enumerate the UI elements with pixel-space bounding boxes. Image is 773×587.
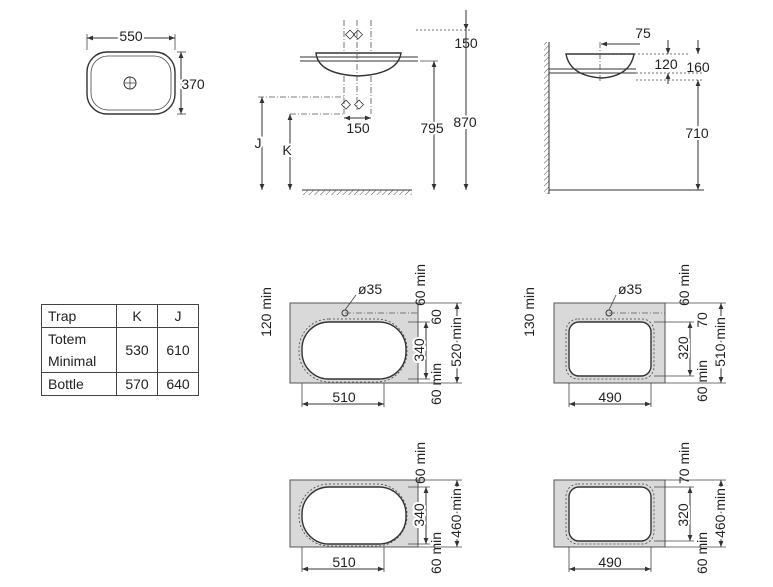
plan-rect-no-tap: 70 min 320 60 min 460 min 490 — [553, 442, 730, 574]
dim-top-clear: 70 min — [676, 442, 692, 484]
dim-total-height: 460 min — [712, 488, 728, 538]
trap-k-value: 570 — [116, 372, 158, 396]
dim-top-clear: 60 min — [676, 264, 692, 306]
dim-width: 550 — [119, 28, 143, 44]
tap-hole-mid-icon: ◇ — [353, 26, 363, 41]
dim-inner-width: 510 — [332, 554, 356, 570]
dim-inner-width: 490 — [598, 389, 622, 405]
trap-table: Trap K J Totem 530 610 Minimal Bottle 57… — [41, 304, 199, 396]
plan-oval-with-tap: ø35 120 min 60 min 60 340 60 min 520 min… — [258, 264, 466, 407]
trap-name: Totem — [41, 327, 117, 350]
plan-oval-no-tap: 60 min 340 60 min 460 min 510 — [289, 442, 466, 574]
top-view: 550 370 — [86, 26, 207, 115]
floor-front — [302, 190, 412, 195]
side-view: 75 120 160 710 — [544, 25, 711, 194]
table-row: Bottle 570 640 — [41, 372, 199, 396]
dim-inner-height: 340 — [411, 338, 427, 362]
dim-bottom-clear: 60 min — [428, 532, 444, 574]
trap-name: Bottle — [41, 372, 117, 396]
label-k: K — [282, 142, 292, 158]
header-trap: Trap — [41, 304, 117, 328]
dim-hole-diameter: ø35 — [358, 281, 382, 297]
dim-setback: 75 — [635, 25, 651, 41]
dim-floor-to-rim: 710 — [685, 125, 709, 141]
basin-cutout-oval-3 — [301, 486, 407, 545]
trap-j-value: 610 — [157, 327, 199, 373]
dim-bottom-clear: 60 min — [428, 363, 444, 405]
dim-hole-diameter: ø35 — [618, 281, 642, 297]
dim-inner-width: 490 — [598, 554, 622, 570]
trap-j-value: 640 — [157, 372, 199, 396]
trap-name: Minimal — [41, 350, 117, 373]
svg-text:◇: ◇ — [354, 96, 364, 111]
basin-front — [315, 52, 402, 77]
basin-cutout-rect-4 — [568, 486, 652, 542]
dim-rim-height: 795 — [420, 120, 444, 136]
dim-hole-offset: 70 — [694, 312, 710, 328]
dim-depth: 370 — [181, 76, 205, 92]
basin-inner-top — [90, 55, 172, 111]
dim-top-height: 160 — [686, 59, 710, 75]
dim-bottom-clear: 60 min — [694, 532, 710, 574]
wall-side — [544, 42, 549, 194]
dim-top-clear: 60 min — [412, 264, 428, 306]
dim-hole-offset: 60 — [428, 309, 444, 325]
dim-total-height: 460 min — [448, 488, 464, 538]
dim-total-height: 520 min — [448, 317, 464, 367]
header-k: K — [116, 304, 158, 328]
dim-tap-spacing: 150 — [346, 120, 370, 136]
dim-inner-height: 320 — [675, 503, 691, 527]
dim-total-height: 870 — [453, 114, 477, 130]
plan-rect-with-tap: ø35 130 min 60 min 70 320 60 min 510 min… — [521, 264, 730, 407]
table-row: Totem 530 610 — [41, 327, 199, 373]
header-j: J — [157, 304, 199, 328]
dim-basin-height: 120 — [654, 56, 678, 72]
dim-inner-height: 340 — [411, 503, 427, 527]
basin-cutout-oval-1 — [301, 321, 407, 380]
front-view: ◇ ◇ 150 ◇ ◇ 150 J K 795 870 — [253, 10, 479, 195]
dim-bottom-clear: 60 min — [694, 360, 710, 402]
trap-k-value: 530 — [116, 327, 158, 373]
basin-cutout-rect-2 — [568, 321, 652, 377]
dim-inner-height: 320 — [675, 336, 691, 360]
dim-inner-width: 510 — [332, 389, 356, 405]
svg-text:◇: ◇ — [341, 96, 351, 111]
dim-back-clear: 130 min — [521, 287, 537, 337]
dim-back-clear: 120 min — [258, 287, 274, 337]
table-header-row: Trap K J — [41, 304, 199, 328]
tap-hole-left-icon: ◇ — [345, 26, 355, 41]
dim-top-clear: 60 min — [412, 442, 428, 484]
label-j: J — [255, 135, 262, 151]
dim-total-height: 510 min — [712, 317, 728, 367]
